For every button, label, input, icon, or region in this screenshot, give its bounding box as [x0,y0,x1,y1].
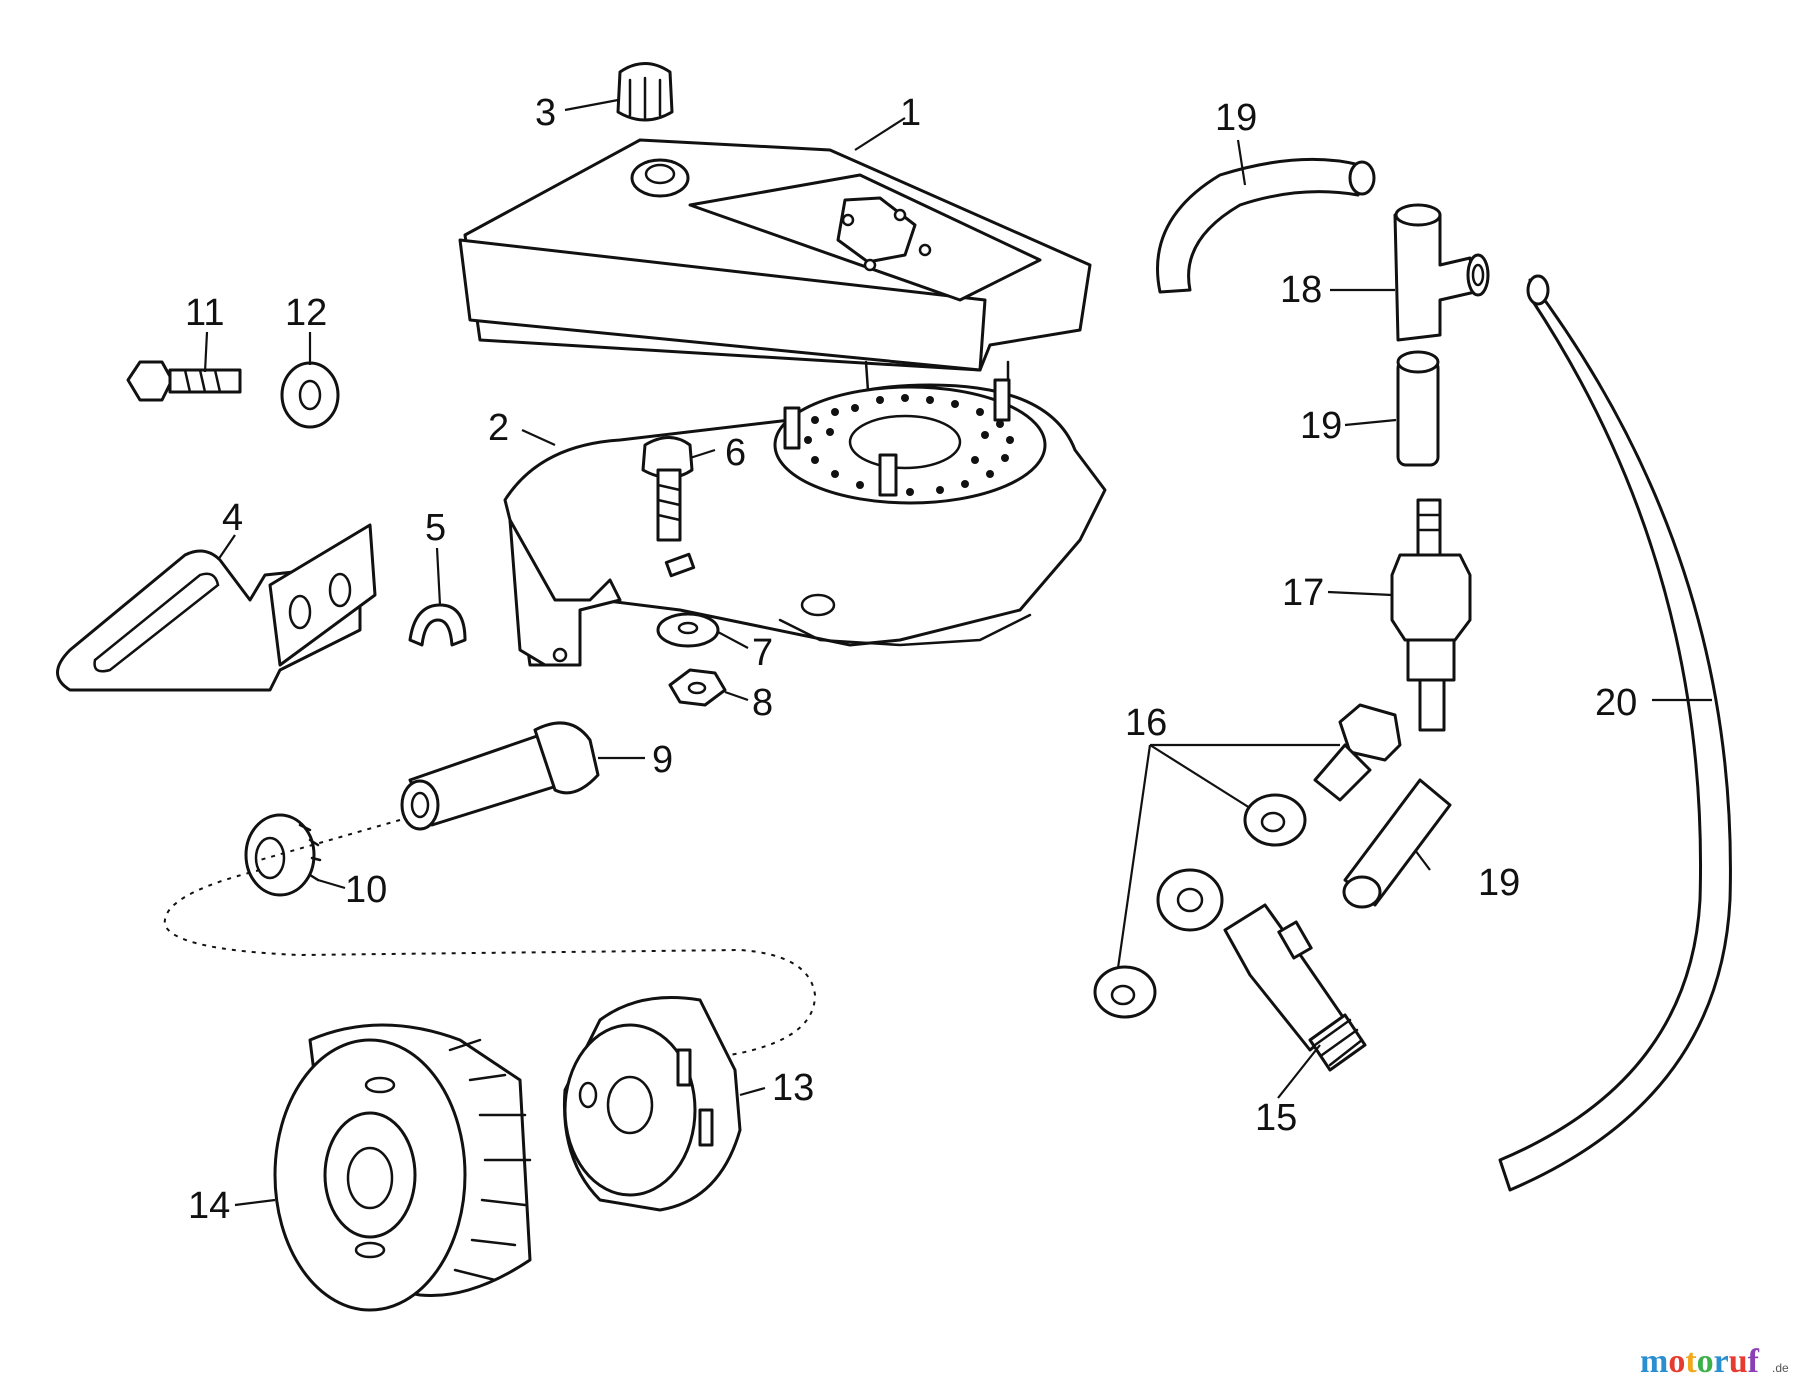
callout-2: 2 [488,407,509,449]
callout-5: 5 [425,507,446,549]
callout-4: 4 [222,497,243,539]
callout-labels: 1 2 3 4 5 6 7 8 9 10 11 12 13 14 15 16 1… [185,92,1637,1227]
part-5-clip [408,603,467,647]
watermark-letter: o [1668,1343,1685,1380]
part-17-valve [1390,498,1472,732]
callout-19-top: 19 [1215,97,1257,139]
watermark-letter: f [1748,1343,1760,1380]
watermark-letter: o [1697,1343,1714,1380]
callout-16: 16 [1125,702,1167,744]
part-1-cover [458,138,1092,422]
part-19-hose-short [1396,350,1440,467]
part-9-spacer-bolt [400,721,600,831]
callout-1: 1 [900,92,921,134]
callout-3: 3 [535,92,556,134]
part-6-bolt [641,436,694,542]
part-18-t-connector [1393,203,1490,342]
part-12-washer [280,361,340,429]
callout-7: 7 [752,632,773,674]
watermark-letter: u [1729,1343,1748,1380]
callout-9: 9 [652,739,673,781]
callout-15: 15 [1255,1097,1297,1139]
part-2-housing [503,378,1107,667]
part-20-long-hose [1498,274,1732,1192]
callout-19-middle: 19 [1300,405,1342,447]
watermark-letter: t [1685,1343,1697,1380]
callout-19-lower: 19 [1478,862,1520,904]
callout-12: 12 [285,292,327,334]
part-19-hose-angled [1342,778,1452,909]
watermark-letter: r [1714,1343,1729,1380]
callout-13: 13 [772,1067,814,1109]
part-14-fan-wheel [273,1023,532,1312]
callout-17: 17 [1282,572,1324,614]
part-15-pump-shaft [1156,868,1367,1072]
part-10-toothed-washer [244,813,322,897]
part-19-hose-curved [1156,157,1376,294]
housing-perforation-dots [804,394,1014,496]
watermark-letter: m [1640,1343,1668,1380]
assembly-dashed-line [163,819,817,1061]
callout-10: 10 [345,869,387,911]
part-3-knob [616,62,674,122]
watermark-logo: motoruf .de [1640,1343,1789,1380]
callout-20: 20 [1595,682,1637,724]
callout-6: 6 [725,432,746,474]
leader-lines [203,98,1712,1207]
callout-11: 11 [185,292,224,334]
part-16-fitting-bolt [1093,703,1402,1019]
callout-18: 18 [1280,269,1322,311]
watermark-text: motoruf [1640,1343,1760,1380]
watermark-suffix: .de [1772,1361,1789,1375]
callout-14: 14 [188,1185,230,1227]
part-4-bracket [56,523,377,692]
callout-8: 8 [752,682,773,724]
part-8-nut [668,668,727,707]
part-13-clutch [562,996,742,1212]
part-11-screw [126,360,242,402]
part-7-washer [656,612,720,648]
